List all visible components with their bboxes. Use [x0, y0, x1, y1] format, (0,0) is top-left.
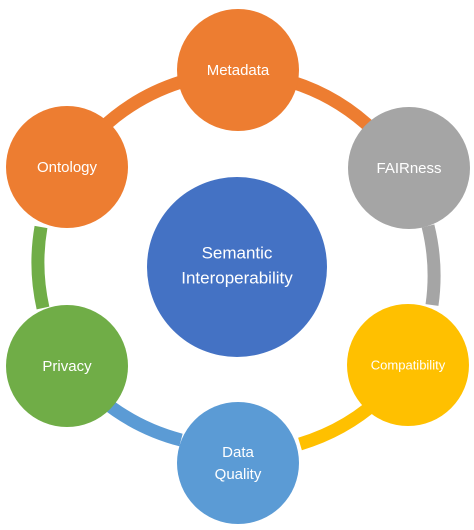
node-metadata: Metadata	[177, 9, 299, 131]
node-privacy: Privacy	[6, 305, 128, 427]
center-circle	[147, 177, 327, 357]
node-fairness-circle	[348, 107, 470, 229]
center-node: Semantic Interoperability	[147, 177, 327, 357]
connector-fairness-compatibility	[421, 224, 441, 306]
connector-privacy-ontology	[31, 225, 50, 310]
connector-data-quality-privacy	[97, 394, 183, 447]
center-label-line2: Interoperability	[181, 268, 293, 287]
node-data-quality-label-line1: Data	[222, 444, 254, 461]
node-compatibility-label: Compatibility	[371, 357, 446, 372]
center-label-line1: Semantic	[202, 243, 273, 262]
node-privacy-circle	[6, 305, 128, 427]
node-data-quality-circle	[177, 402, 299, 524]
node-compatibility: Compatibility	[347, 304, 469, 426]
node-ontology-label: Ontology	[37, 159, 98, 176]
node-privacy-label: Privacy	[42, 358, 92, 375]
connector-ontology-metadata	[95, 75, 184, 135]
node-metadata-label: Metadata	[207, 62, 270, 79]
node-compatibility-circle	[347, 304, 469, 426]
node-ontology: Ontology	[6, 106, 128, 228]
node-data-quality: Data Quality	[177, 402, 299, 524]
node-fairness-label: FAIRness	[376, 160, 441, 177]
node-data-quality-label-line2: Quality	[215, 466, 262, 483]
connector-metadata-fairness	[289, 75, 381, 138]
node-ontology-circle	[6, 106, 128, 228]
node-fairness: FAIRness	[348, 107, 470, 229]
node-metadata-circle	[177, 9, 299, 131]
